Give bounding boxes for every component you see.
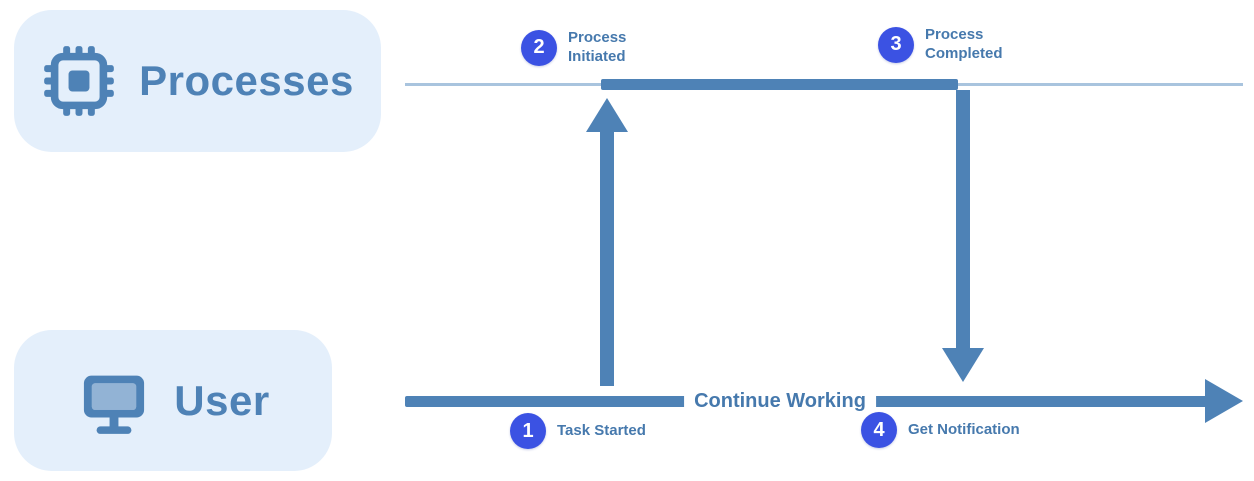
event-task-started: 1 Task Started: [510, 413, 646, 449]
lane-user-panel: User: [14, 330, 332, 471]
notification-arrow: [942, 90, 984, 382]
event-badge-3: 3: [878, 26, 914, 63]
event-process-completed: 3 Process Completed: [878, 26, 1017, 64]
up-arrow-shaft: [600, 128, 614, 386]
event-badge-2: 2: [521, 29, 557, 66]
lane-processes-label: Processes: [139, 57, 354, 104]
event-label-task-started: Task Started: [557, 421, 646, 439]
event-badge-4: 4: [861, 412, 897, 448]
down-arrowhead: [942, 348, 984, 382]
event-process-initiated: 2 Process Initiated: [521, 29, 646, 67]
down-arrow-shaft: [956, 90, 970, 350]
cpu-icon: [41, 43, 117, 119]
event-label-get-notification: Get Notification: [908, 420, 1020, 438]
monitor-icon: [76, 363, 152, 439]
process-start-arrow: [586, 98, 628, 386]
event-label-process-initiated: Process Initiated: [568, 29, 627, 65]
lane-user-label: User: [174, 376, 270, 424]
event-get-notification: 4 Get Notification: [861, 412, 1020, 448]
user-timeline-arrowhead: [1205, 379, 1243, 423]
continue-working-label: Continue Working: [684, 389, 876, 413]
processes-active-segment: [601, 79, 958, 90]
up-arrowhead: [586, 98, 628, 132]
lane-processes-panel: Processes: [14, 10, 381, 152]
event-label-process-completed: Process Completed: [925, 26, 1003, 62]
event-badge-1: 1: [510, 413, 546, 449]
